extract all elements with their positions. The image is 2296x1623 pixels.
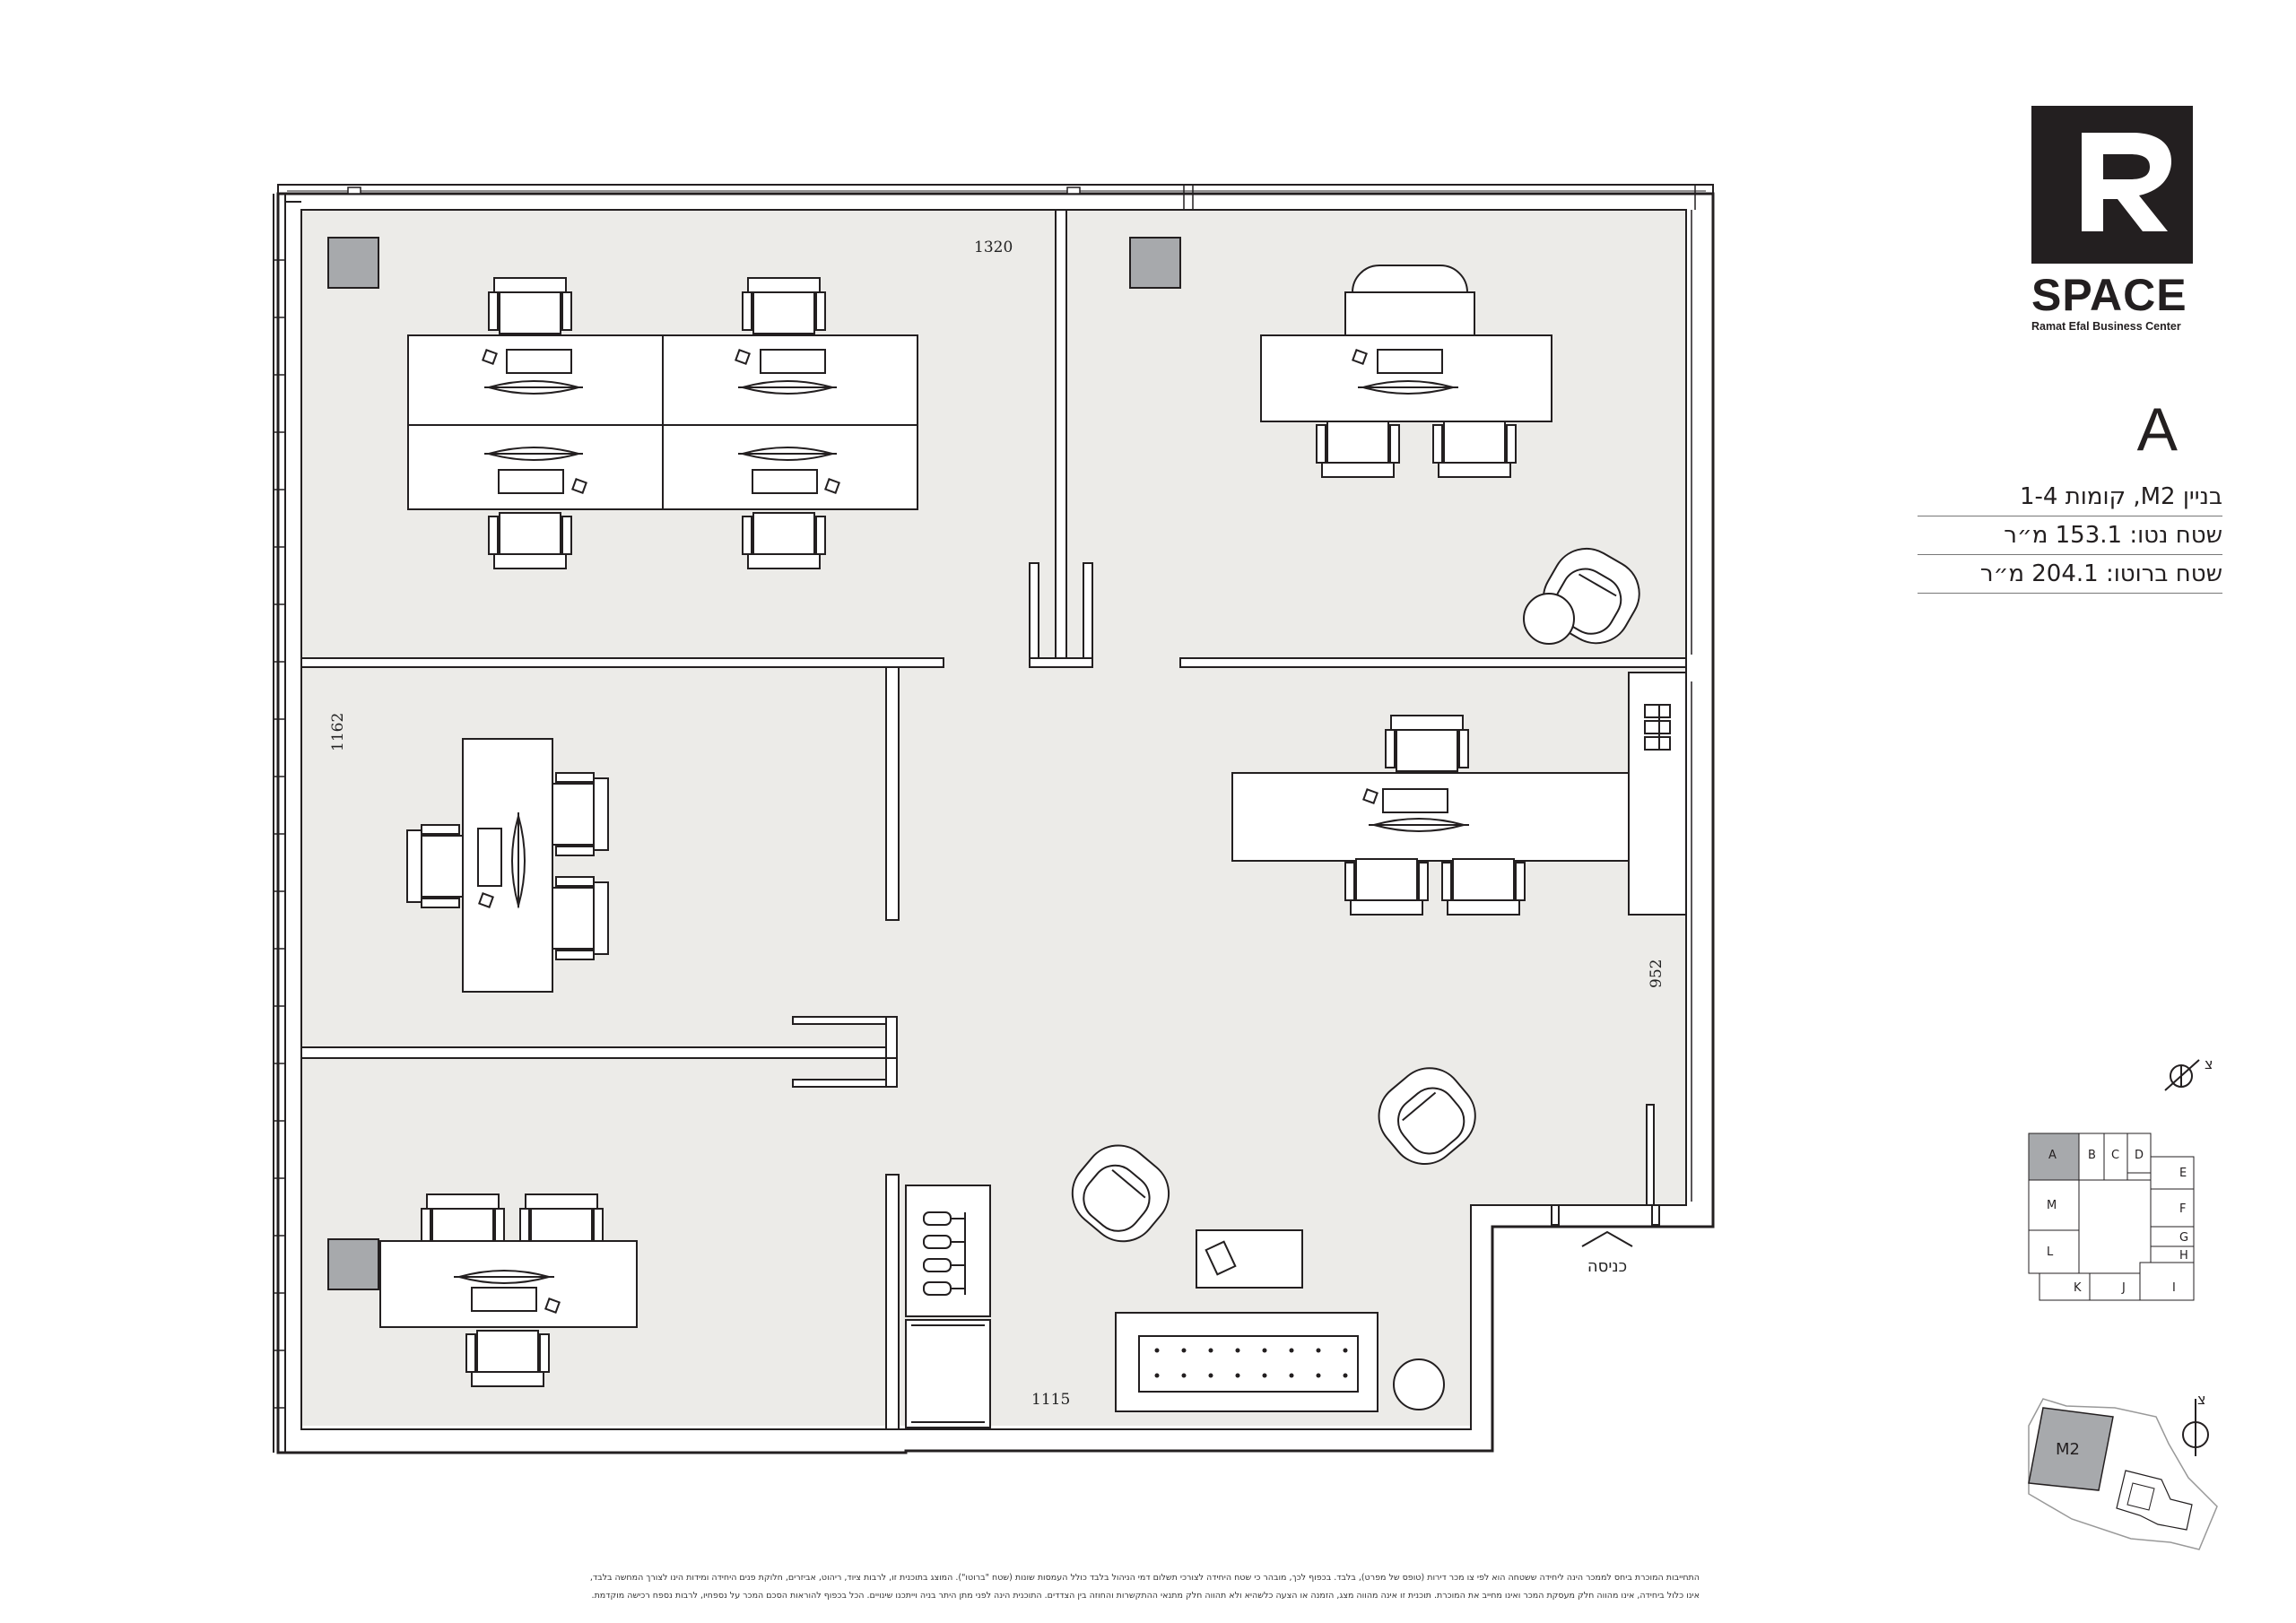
sofa-tuft	[1235, 1373, 1240, 1378]
key-label: F	[2179, 1202, 2186, 1216]
sofa-tuft	[1235, 1348, 1240, 1353]
unit-info: A בניין M2, קומות 1-4 שטח נטו: 153.1 מ״ר…	[1918, 399, 2222, 594]
north-label: צ	[2205, 1055, 2213, 1072]
sofa-tuft	[1208, 1373, 1213, 1378]
key-label: J	[2121, 1281, 2126, 1295]
entrance-label: כניסה	[1587, 1257, 1627, 1276]
partitions	[300, 209, 1687, 1430]
structural-columns	[327, 237, 1181, 1290]
brand-subtitle: Ramat Efal Business Center	[2031, 320, 2181, 333]
disclaimer-line: התחייבות המוכרת ביחס לממכר הינה ליחידה ש…	[589, 1573, 1700, 1583]
sofa-tuft	[1289, 1348, 1294, 1353]
key-label: H	[2179, 1249, 2188, 1263]
sofa-tuft	[1181, 1373, 1187, 1378]
sofa-tuft	[1262, 1348, 1267, 1353]
lounge	[1057, 1053, 1491, 1412]
key-label: G	[2179, 1231, 2188, 1245]
dimension-label: 952	[1648, 959, 1665, 988]
north-arrow-icon: צ	[2164, 1055, 2213, 1091]
key-label: C	[2111, 1149, 2119, 1162]
key-label: M	[2047, 1199, 2057, 1212]
key-plan: A B C D E M F L G H K J I	[2028, 1133, 2195, 1301]
net-area: שטח נטו: 153.1 מ״ר	[1918, 516, 2222, 555]
unit-letter: A	[2136, 395, 2178, 464]
dimension-label: 1115	[1031, 1391, 1070, 1409]
key-label: I	[2172, 1281, 2176, 1295]
building-label: M2	[2056, 1440, 2080, 1459]
office-middle-right	[1231, 704, 1671, 916]
key-label: K	[2074, 1281, 2082, 1295]
site-plan: צ M2	[2028, 1391, 2218, 1550]
sofa-tuft	[1343, 1348, 1348, 1353]
manager-office	[1260, 265, 1653, 657]
sofa-tuft	[1343, 1373, 1348, 1378]
dimension-label: 1162	[329, 713, 347, 751]
office-middle-left	[406, 738, 609, 993]
building-floors: בניין M2, קומות 1-4	[1918, 478, 2222, 516]
key-label: A	[2048, 1149, 2057, 1162]
sofa-tuft	[1316, 1348, 1321, 1353]
building-shell	[273, 184, 1715, 1454]
sofa-tuft	[1262, 1373, 1267, 1378]
entrance-marker	[1581, 1230, 1633, 1247]
north-label: צ	[2197, 1391, 2206, 1408]
sofa-tuft	[1208, 1348, 1213, 1353]
gross-area: שטח ברוטו: 204.1 מ״ר	[1918, 555, 2222, 594]
dimension-label: 1320	[974, 239, 1013, 256]
legal-disclaimer: התחייבות המוכרת ביחס לממכר הינה ליחידה ש…	[278, 1569, 1700, 1605]
brand-logo: SPACE Ramat Efal Business Center	[2031, 106, 2193, 333]
kitchen-fixtures	[923, 1211, 966, 1296]
brand-name: SPACE	[2031, 270, 2187, 320]
north-arrow-icon: צ	[2182, 1391, 2209, 1456]
sofa-tuft	[1316, 1373, 1321, 1378]
r-logo-icon	[2031, 106, 2193, 264]
key-label: B	[2088, 1149, 2096, 1162]
disclaimer-line: אינו כלול ביחידה, אינו מהווה חלק מעסקת ה…	[591, 1591, 1700, 1601]
key-label: D	[2135, 1149, 2144, 1162]
workstation-cluster	[407, 277, 918, 569]
sofa-tuft	[1289, 1373, 1294, 1378]
key-label: E	[2179, 1167, 2187, 1180]
sofa-tuft	[1181, 1348, 1187, 1353]
sofa-tuft	[1154, 1373, 1160, 1378]
sofa-tuft	[1154, 1348, 1160, 1353]
key-label: L	[2047, 1245, 2054, 1259]
office-lower-left	[379, 1193, 638, 1387]
